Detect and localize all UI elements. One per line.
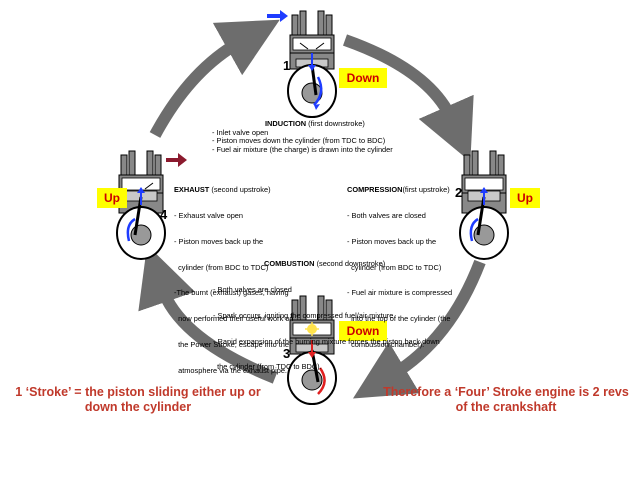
direction-badge-combustion: Down	[339, 321, 387, 341]
exhaust-arrow-icon	[166, 153, 187, 167]
engine-induction-illustration	[287, 10, 337, 118]
engine-exhaust-illustration	[116, 150, 166, 260]
cycle-arrow-2-to-3	[352, 259, 486, 399]
stroke-definition-line-1: 1 ‘Stroke’ = the piston sliding either u…	[15, 385, 261, 399]
exhaust-line: - Piston moves back up the	[174, 236, 264, 246]
combustion-description: COMBUSTION (second downstroke) - Both va…	[213, 243, 483, 381]
engine-compression-illustration	[459, 150, 509, 260]
cycle-arrow-4-to-1	[149, 19, 280, 138]
exhaust-title: EXHAUST	[174, 185, 210, 195]
exhaust-line: the Power Stroke, escape into the	[174, 339, 290, 349]
combustion-subtitle: (second downstroke)	[316, 259, 386, 269]
combustion-line: the cylinder (from TDC to BDC).	[213, 362, 322, 372]
compression-line: - Both valves are closed	[347, 210, 426, 220]
induction-title: INDUCTION	[265, 119, 307, 128]
compression-title: COMPRESSION	[347, 185, 403, 195]
exhaust-line: atmosphere via the exhaust pipe.	[174, 365, 287, 375]
combustion-line: - Both valves are closed	[213, 284, 292, 294]
compression-line: cylinder (from BDC to TDC)	[347, 262, 442, 272]
induction-subtitle: (first downstroke)	[308, 119, 365, 128]
crankshaft-revs-line-2: of the crankshaft	[455, 400, 557, 414]
stroke-number-combustion: 3	[283, 346, 291, 361]
exhaust-subtitle: (second upstroke)	[211, 185, 271, 195]
stroke-number-compression: 2	[455, 185, 463, 200]
exhaust-line: cylinder (from BDC to TDC)	[174, 262, 269, 272]
compression-line: - Piston moves back up the	[347, 236, 437, 246]
induction-line: - Inlet valve open	[212, 127, 269, 137]
exhaust-line: - Exhaust valve open	[174, 210, 244, 220]
direction-badge-exhaust: Up	[97, 188, 127, 208]
compression-line: - Fuel air mixture is compressed	[347, 288, 453, 298]
exhaust-line: -The burnt (exhaust) gases, having	[174, 288, 289, 298]
induction-line: - Fuel air mixture (the charge) is drawn…	[212, 144, 393, 154]
combustion-line: - Spark occurs, igniting the compressed …	[213, 310, 394, 320]
exhaust-line: now performed their useful work on	[174, 314, 294, 324]
compression-description: COMPRESSION(first upstroke) - Both valve…	[347, 169, 467, 358]
stroke-number-exhaust: 4	[160, 207, 168, 222]
direction-badge-induction: Down	[339, 68, 387, 88]
stroke-number-induction: 1	[283, 58, 291, 73]
stroke-definition-line-2: down the cylinder	[84, 400, 192, 414]
combustion-title: COMBUSTION	[264, 259, 315, 269]
compression-line: into the top of the cylinder (the	[347, 314, 451, 324]
engine-combustion-illustration	[287, 295, 337, 405]
exhaust-description: EXHAUST (second upstroke) - Exhaust valv…	[174, 169, 314, 384]
induction-description: INDUCTION (first downstroke) - Inlet val…	[212, 119, 462, 154]
cycle-arrow-3-to-4	[138, 244, 278, 384]
compression-line: combustion chamber).	[347, 339, 425, 349]
crankshaft-revs-line-1: Therefore a ‘Four’ Stroke engine is 2 re…	[383, 385, 629, 399]
stroke-definition-note: 1 ‘Stroke’ = the piston sliding either u…	[8, 385, 268, 415]
direction-badge-compression: Up	[510, 188, 540, 208]
combustion-line: - Rapid expansion of the burning mixture…	[213, 336, 440, 346]
cycle-arrow-1-to-2	[343, 34, 474, 162]
induction-line: - Piston moves down the cylinder (from T…	[212, 136, 386, 146]
inlet-arrow-icon	[267, 10, 288, 22]
compression-subtitle: (first upstroke)	[402, 185, 450, 195]
crankshaft-revs-note: Therefore a ‘Four’ Stroke engine is 2 re…	[378, 385, 634, 415]
